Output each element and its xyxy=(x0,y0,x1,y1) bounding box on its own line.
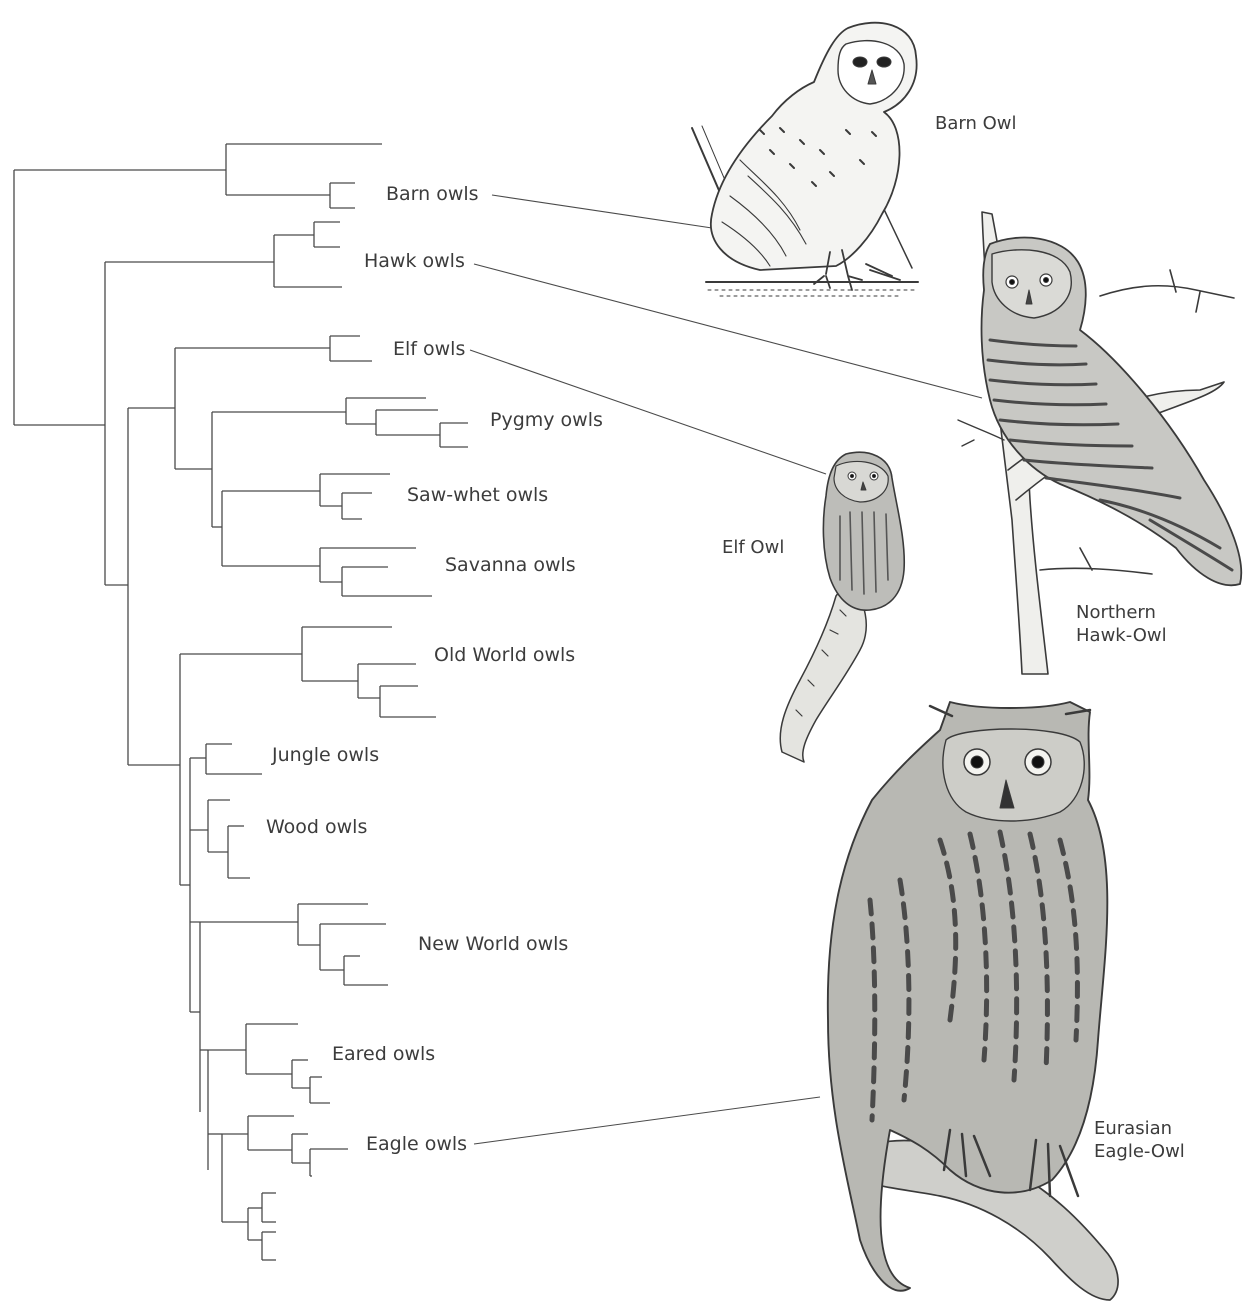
clade-label-barn-owls: Barn owls xyxy=(386,183,479,205)
species-label-barn-owl: Barn Owl xyxy=(935,113,1016,134)
species-label-eurasian-eagle-owl-line1: Eurasian xyxy=(1094,1118,1172,1139)
clade-label-new-world-owls: New World owls xyxy=(418,933,568,955)
leader-line-barn xyxy=(492,195,712,228)
species-label-elf-owl: Elf Owl xyxy=(722,537,784,558)
leader-line-eagle xyxy=(474,1097,820,1144)
clade-label-pygmy-owls: Pygmy owls xyxy=(490,409,603,431)
clade-label-eared-owls: Eared owls xyxy=(332,1043,435,1065)
barn-owl-illustration xyxy=(692,23,918,296)
clade-label-hawk-owls: Hawk owls xyxy=(364,250,465,272)
eurasian-eagle-owl-illustration xyxy=(828,702,1118,1300)
species-label-eurasian-eagle-owl-line2: Eagle-Owl xyxy=(1094,1141,1185,1162)
clade-labels: Barn owls Hawk owls Elf owls Pygmy owls … xyxy=(266,183,603,1155)
clade-label-saw-whet-owls: Saw-whet owls xyxy=(407,484,548,506)
clade-label-wood-owls: Wood owls xyxy=(266,816,367,838)
phylogenetic-tree xyxy=(14,144,468,1260)
clade-label-elf-owls: Elf owls xyxy=(393,338,465,360)
elf-owl-illustration xyxy=(780,452,904,762)
species-label-northern-hawk-owl-line1: Northern xyxy=(1076,602,1156,623)
clade-label-savanna-owls: Savanna owls xyxy=(445,554,576,576)
clade-label-eagle-owls: Eagle owls xyxy=(366,1133,467,1155)
clade-label-old-world-owls: Old World owls xyxy=(434,644,575,666)
clade-label-jungle-owls: Jungle owls xyxy=(271,744,379,766)
species-label-northern-hawk-owl-line2: Hawk-Owl xyxy=(1076,625,1167,646)
